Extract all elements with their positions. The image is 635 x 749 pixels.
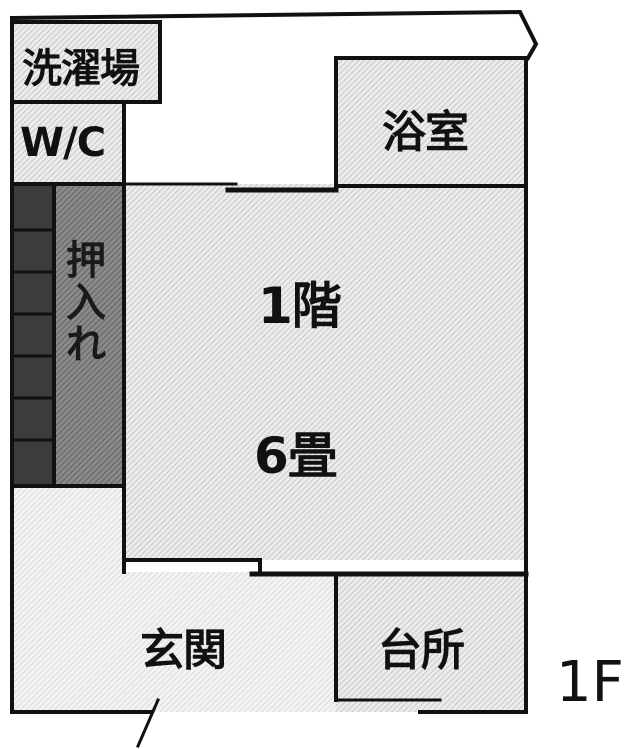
bath-room <box>336 58 526 186</box>
floor-label: 1F <box>556 650 624 715</box>
kitchen-label: 台所 <box>378 625 465 676</box>
main-room <box>124 184 526 560</box>
closet-label: 押 入 れ <box>66 238 106 368</box>
laundry-room <box>12 22 160 102</box>
wc-label: W/C <box>20 120 106 166</box>
bath-label: 浴室 <box>382 107 469 158</box>
main-room-floor-label: 1階 <box>258 277 342 335</box>
closet-left-strip <box>12 184 54 486</box>
wc-room <box>12 102 124 184</box>
closet-char-3: れ <box>66 322 106 368</box>
closet-char-1: 押 <box>66 238 106 284</box>
kitchen-room <box>336 572 526 712</box>
entrance-label: 玄関 <box>140 625 227 676</box>
closet-shelves <box>12 228 54 442</box>
main-room-size-label: 6畳 <box>254 427 338 485</box>
closet-char-2: 入 <box>66 280 106 326</box>
walls <box>9 9 539 748</box>
entrance-hall <box>12 486 336 712</box>
laundry-label: 洗濯場 <box>22 46 140 92</box>
